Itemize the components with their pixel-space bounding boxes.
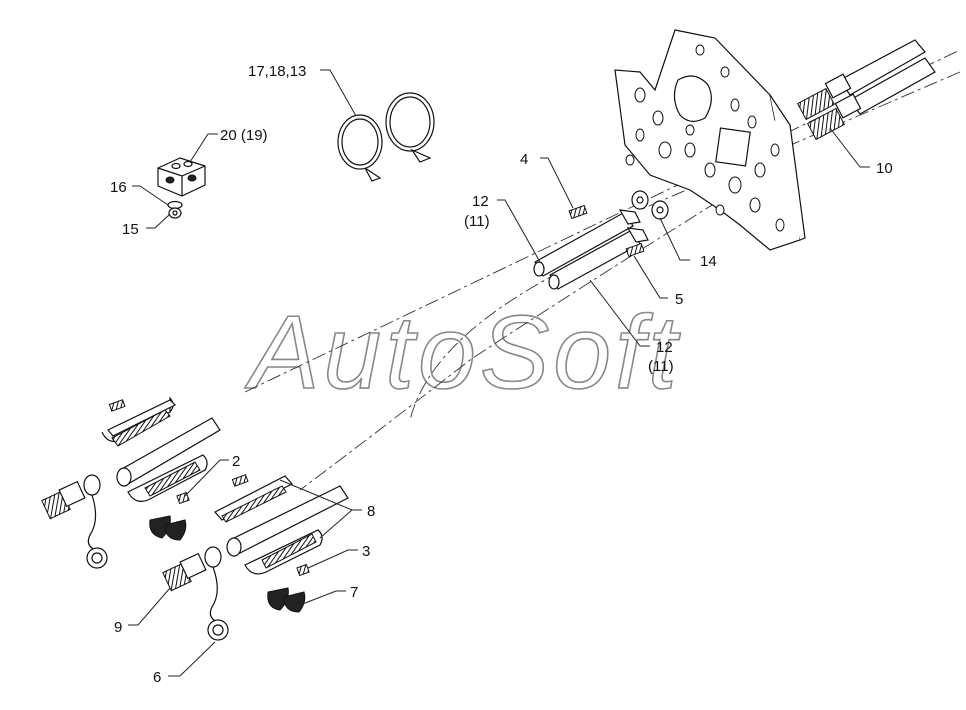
callout-12-upper: 12: [472, 193, 489, 210]
callout-11-lower: (11): [648, 358, 674, 375]
leader-lines: [128, 69, 870, 677]
callout-labels: 17,18,13 20 (19) 16 15 4 12 (11) 10 14 5…: [110, 63, 893, 686]
callout-12-lower: 12: [656, 339, 673, 356]
hose-assembly-lower: [214, 474, 349, 613]
coupling-part-9: [162, 546, 222, 592]
coupling-upper: [41, 474, 108, 569]
callout-5: 5: [675, 291, 683, 308]
hose-assembly-upper: [101, 396, 221, 541]
callout-16: 16: [110, 179, 127, 196]
dust-cap-part-6: [207, 566, 229, 641]
callout-15: 15: [122, 221, 139, 238]
clamp-block-part-20: [157, 157, 206, 197]
callout-14: 14: [700, 253, 717, 270]
coupling-part-10: [796, 39, 936, 141]
callout-10: 10: [876, 160, 893, 177]
callout-9: 9: [114, 619, 122, 636]
mounting-plate: [614, 29, 806, 251]
callout-3: 3: [362, 543, 370, 560]
callout-17-18-13: 17,18,13: [248, 63, 306, 80]
clip-part-5: [625, 242, 645, 258]
callout-20-19: 20 (19): [220, 127, 268, 144]
callout-4: 4: [520, 151, 528, 168]
callout-11-upper: (11): [464, 213, 490, 230]
tube-part-12: [533, 209, 649, 290]
nut-part-14: [631, 190, 669, 220]
callout-2: 2: [232, 453, 240, 470]
clip-part-4: [568, 204, 588, 220]
watermark-text: AutoSoft: [244, 295, 681, 411]
callout-6: 6: [153, 669, 161, 686]
nut-part-15: [168, 207, 182, 219]
callout-8: 8: [367, 503, 375, 520]
retaining-rings: [337, 92, 435, 182]
callout-7: 7: [350, 584, 358, 601]
